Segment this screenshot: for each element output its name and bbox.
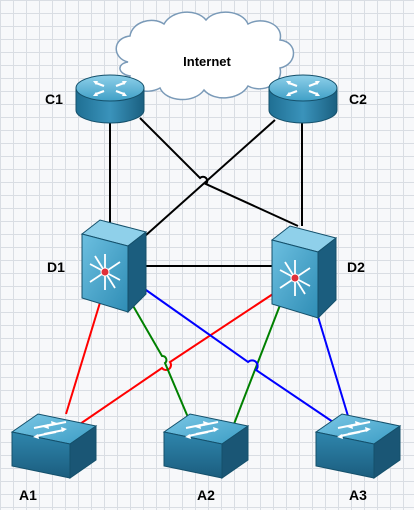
link-d1-a3	[145, 289, 337, 425]
multilayer-switch-d2[interactable]: D2	[270, 225, 365, 320]
node-label-d2: D2	[347, 259, 365, 275]
switch-a2[interactable]: A2	[162, 413, 250, 503]
multilayer-switch-d1[interactable]: D1	[47, 219, 148, 314]
link-d1-a1	[65, 295, 103, 415]
switch-arrows-icon	[33, 421, 67, 439]
cloud-label: Internet	[183, 54, 231, 69]
link-c2-d1	[135, 119, 276, 245]
link-c1-d2	[139, 117, 299, 227]
switch-arrows-icon	[185, 421, 219, 439]
link-d1-a2	[131, 303, 191, 423]
router-c1[interactable]: C1	[45, 74, 145, 124]
router-arrows-icon	[93, 81, 127, 96]
router-c2[interactable]: C2	[268, 74, 367, 124]
node-label-a1: A1	[19, 487, 37, 503]
starburst-icon	[279, 260, 311, 296]
node-label-d1: D1	[47, 259, 65, 275]
node-label-a3: A3	[349, 487, 367, 503]
internet-cloud: Internet	[115, 11, 295, 101]
starburst-icon	[89, 254, 121, 290]
node-label-c1: C1	[45, 91, 63, 107]
links-layer	[65, 117, 349, 425]
node-label-c2: C2	[349, 91, 367, 107]
router-arrows-icon	[286, 81, 320, 96]
link-d2-a2	[233, 299, 283, 425]
switch-a1[interactable]: A1	[10, 413, 98, 503]
link-d2-a1	[79, 287, 283, 425]
switch-a3[interactable]: A3	[314, 413, 402, 503]
node-label-a2: A2	[197, 487, 215, 503]
link-d2-a3	[315, 309, 349, 417]
switch-arrows-icon	[337, 421, 371, 439]
